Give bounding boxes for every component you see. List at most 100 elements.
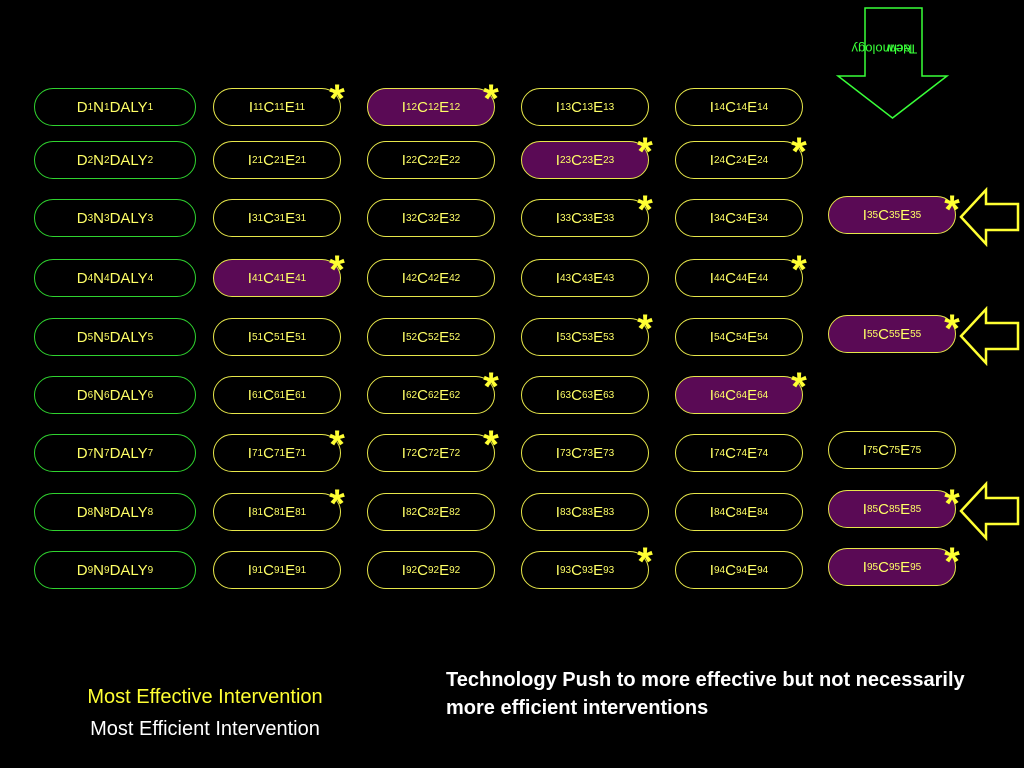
cost-index: 75	[888, 444, 901, 456]
star-marker-81: *	[329, 482, 345, 526]
population-label: N	[93, 444, 105, 462]
cost-label: C	[878, 441, 889, 459]
effect-label: E	[747, 269, 758, 287]
daly-label: DALY	[109, 444, 148, 462]
star-marker-64: *	[791, 365, 807, 409]
effect-label: E	[593, 98, 604, 116]
effect-index: 43	[603, 272, 615, 284]
star-marker-11: *	[329, 77, 345, 121]
effect-index: 12	[449, 101, 461, 113]
effect-label: E	[747, 386, 758, 404]
cost-index: 34	[735, 212, 748, 224]
daly-index: 3	[147, 212, 154, 224]
cost-label: C	[571, 209, 582, 227]
intervention-label: I	[401, 328, 406, 346]
disease-index: 4	[87, 272, 94, 284]
intervention-label: I	[709, 561, 714, 579]
cost-label: C	[571, 561, 582, 579]
cost-label: C	[417, 386, 428, 404]
daly-index: 5	[147, 331, 154, 343]
effect-index: 24	[757, 154, 769, 166]
star-marker-12: *	[483, 77, 499, 121]
cost-label: C	[571, 444, 582, 462]
cost-index: 35	[888, 209, 901, 221]
effect-index: 63	[603, 389, 615, 401]
left-arrow-icon	[959, 187, 1020, 247]
effect-label: E	[593, 269, 604, 287]
effect-index: 64	[757, 389, 769, 401]
cost-label: C	[571, 151, 582, 169]
effect-label: E	[747, 151, 758, 169]
cost-index: 51	[273, 331, 286, 343]
intervention-index: 24	[713, 154, 726, 166]
intervention-index: 91	[251, 564, 264, 576]
cost-index: 22	[427, 154, 440, 166]
intervention-label: I	[247, 503, 252, 521]
effect-index: 32	[449, 212, 461, 224]
disease-label: D	[76, 561, 88, 579]
star-marker-62: *	[483, 365, 499, 409]
cost-index: 93	[581, 564, 594, 576]
cost-label: C	[263, 98, 275, 116]
disease-index: 5	[87, 331, 94, 343]
cost-index: 41	[273, 272, 286, 284]
population-index: 9	[104, 564, 110, 576]
cost-index: 64	[735, 389, 748, 401]
intervention-label: I	[247, 386, 252, 404]
intervention-label: I	[555, 151, 560, 169]
effect-index: 93	[603, 564, 615, 576]
intervention-index: 73	[559, 447, 572, 459]
cost-label: C	[417, 209, 428, 227]
cost-label: C	[725, 328, 736, 346]
effect-label: E	[593, 444, 604, 462]
effect-index: 84	[757, 506, 769, 518]
intervention-label: I	[401, 561, 406, 579]
cost-index: 52	[427, 331, 440, 343]
effect-label: E	[747, 328, 758, 346]
intervention-index: 41	[251, 272, 264, 284]
cost-label: C	[263, 503, 274, 521]
cost-index: 95	[888, 561, 901, 573]
effect-label: E	[593, 503, 604, 521]
cost-label: C	[263, 561, 274, 579]
effect-index: 55	[910, 328, 922, 340]
cost-label: C	[571, 386, 582, 404]
effect-index: 85	[910, 503, 922, 515]
daly-label: DALY	[109, 209, 148, 227]
intervention-label: I	[555, 328, 560, 346]
star-marker-44: *	[791, 248, 807, 292]
disease-index: 1	[87, 101, 94, 113]
cost-index: 72	[427, 447, 440, 459]
population-label: N	[93, 98, 105, 116]
cost-label: C	[725, 386, 736, 404]
daly-label: DALY	[109, 151, 148, 169]
cost-label: C	[725, 209, 736, 227]
cost-index: 62	[427, 389, 440, 401]
effect-index: 34	[757, 212, 769, 224]
daly-index: 9	[147, 564, 154, 576]
disease-label: D	[76, 503, 88, 521]
intervention-index: 72	[405, 447, 418, 459]
effect-index: 11	[294, 101, 306, 113]
effect-index: 75	[910, 444, 922, 456]
effect-label: E	[285, 151, 296, 169]
intervention-index: 33	[559, 212, 572, 224]
cost-label: C	[417, 269, 428, 287]
intervention-label: I	[555, 561, 560, 579]
cost-label: C	[263, 209, 274, 227]
effect-label: E	[284, 98, 295, 116]
